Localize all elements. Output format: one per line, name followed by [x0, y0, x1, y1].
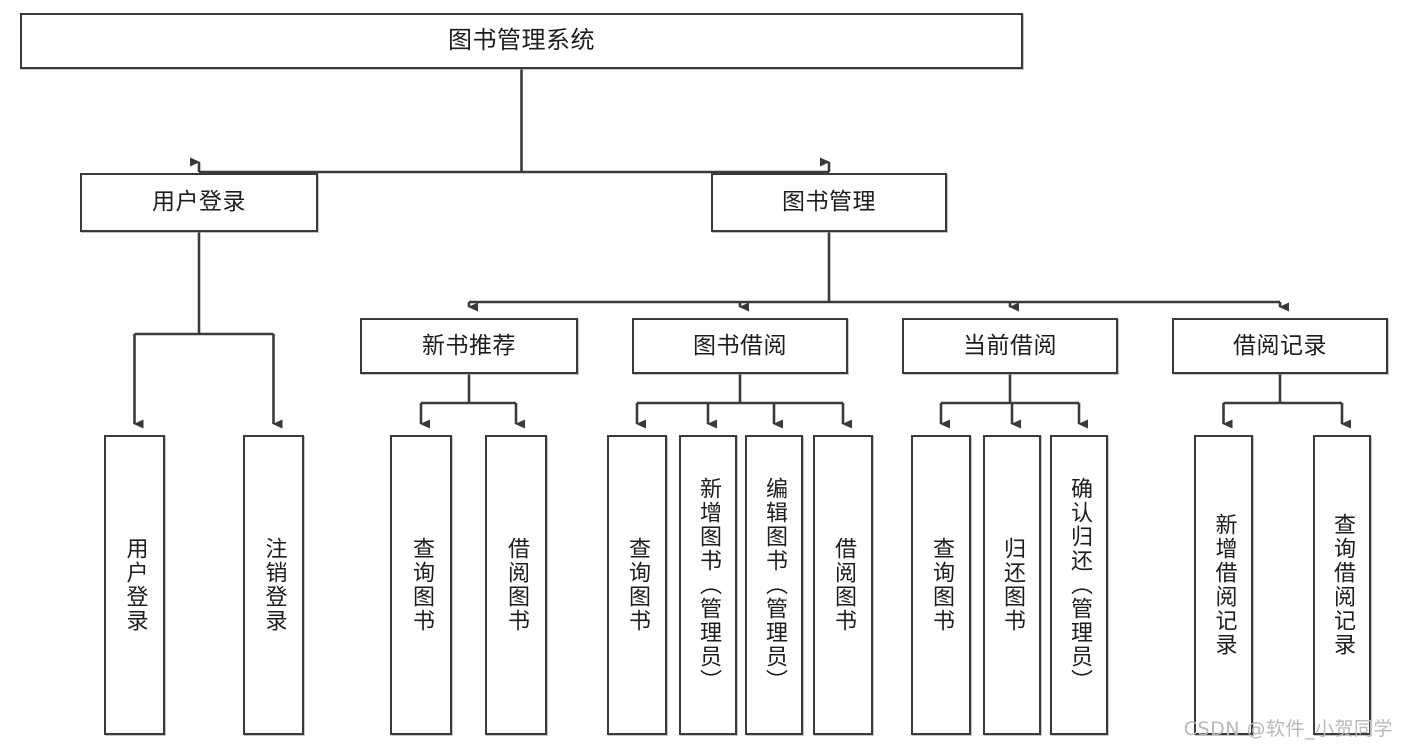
node-label: 新增图书（管理员）	[695, 477, 721, 693]
node-book-borrow[interactable]: 图书借阅	[632, 318, 848, 374]
leaf-logout-login[interactable]: 注销登录	[243, 435, 304, 735]
node-user-login[interactable]: 用户登录	[80, 173, 318, 232]
leaf-add-book-admin[interactable]: 新增图书（管理员）	[679, 435, 737, 735]
node-label: 借阅图书	[503, 537, 529, 633]
node-new-book-recommend[interactable]: 新书推荐	[360, 318, 578, 374]
leaf-query-book-borrow[interactable]: 查询图书	[607, 435, 667, 735]
node-current-borrow[interactable]: 当前借阅	[902, 318, 1118, 374]
leaf-user-login[interactable]: 用户登录	[104, 435, 165, 735]
node-label: 新书推荐	[422, 332, 516, 359]
node-label: 当前借阅	[963, 332, 1057, 359]
node-label: 借阅图书	[830, 537, 856, 633]
watermark-text: CSDN @软件_小贺同学	[1183, 718, 1393, 740]
leaf-borrow-book-recommend[interactable]: 借阅图书	[485, 435, 547, 735]
node-label: 查询图书	[408, 537, 434, 633]
node-label: 确认归还（管理员）	[1066, 477, 1092, 693]
node-label: 图书借阅	[693, 332, 787, 359]
node-label: 查询图书	[624, 537, 650, 633]
node-label: 注销登录	[261, 537, 287, 633]
leaf-query-book-current[interactable]: 查询图书	[911, 435, 971, 735]
node-label: 图书管理系统	[448, 26, 595, 55]
leaf-confirm-return-admin[interactable]: 确认归还（管理员）	[1050, 435, 1108, 735]
node-borrow-record[interactable]: 借阅记录	[1172, 318, 1388, 374]
node-book-management[interactable]: 图书管理	[711, 173, 947, 232]
leaf-query-borrow-record[interactable]: 查询借阅记录	[1313, 435, 1371, 735]
leaf-add-borrow-record[interactable]: 新增借阅记录	[1194, 435, 1253, 735]
node-label: 编辑图书（管理员）	[761, 477, 787, 693]
node-label: 用户登录	[122, 537, 148, 633]
node-root-system[interactable]: 图书管理系统	[20, 13, 1023, 69]
node-label: 查询借阅记录	[1329, 513, 1355, 657]
leaf-edit-book-admin[interactable]: 编辑图书（管理员）	[745, 435, 803, 735]
node-label: 查询图书	[928, 537, 954, 633]
node-label: 用户登录	[152, 189, 246, 216]
leaf-return-book[interactable]: 归还图书	[983, 435, 1041, 735]
leaf-query-book-recommend[interactable]: 查询图书	[390, 435, 452, 735]
leaf-borrow-book[interactable]: 借阅图书	[813, 435, 873, 735]
node-label: 借阅记录	[1233, 332, 1327, 359]
node-label: 新增借阅记录	[1211, 513, 1237, 657]
node-label: 归还图书	[999, 537, 1025, 633]
node-label: 图书管理	[782, 189, 876, 216]
